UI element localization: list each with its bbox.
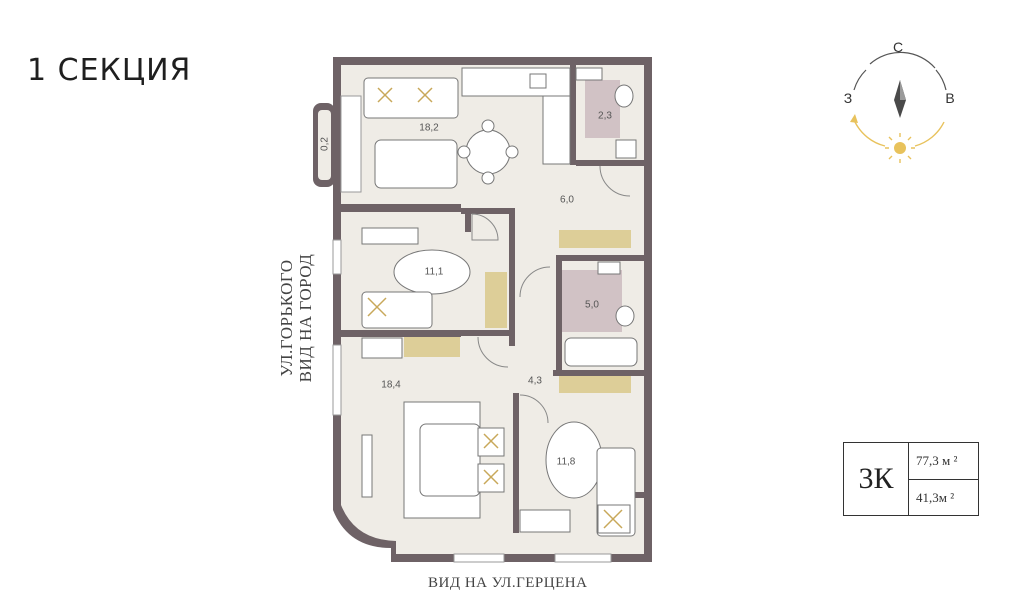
sofa (363, 77, 459, 119)
bathroom-tile (562, 270, 622, 332)
page-title: 1 СЕКЦИЯ (27, 53, 192, 88)
room-area-label: 0,2 (319, 137, 331, 151)
wall (556, 255, 644, 261)
compass-ring (869, 51, 936, 69)
wall (576, 160, 644, 166)
apartment-type: 3К (844, 443, 909, 515)
total-area: 77,3 м ² (916, 453, 958, 468)
couch (374, 139, 458, 189)
door (471, 213, 499, 241)
door (519, 266, 551, 298)
wardrobe (485, 272, 507, 328)
wall (556, 255, 562, 370)
wardrobe (559, 230, 631, 248)
sun-icon (885, 133, 915, 163)
room-area-label: 18,4 (381, 379, 401, 391)
room-area-label: 4,3 (528, 375, 542, 387)
wardrobe (404, 337, 460, 357)
room-area-label: 6,0 (560, 194, 574, 206)
door (519, 394, 549, 424)
wall (553, 370, 644, 376)
side-view-label: УЛ.ГОРЬКОГО ВИД НА ГОРОД (277, 254, 315, 383)
door (599, 165, 631, 197)
wall (513, 393, 519, 533)
wall (465, 214, 471, 232)
room-area-label: 11,1 (424, 266, 444, 278)
bottom-view-label: ВИД НА УЛ.ГЕРЦЕНА (428, 575, 588, 591)
compass (850, 51, 947, 163)
bathroom-tile (585, 80, 620, 138)
compass-east-label: В (945, 90, 955, 106)
dining-table (465, 129, 511, 175)
wall (509, 208, 515, 346)
wardrobe (559, 375, 631, 393)
apartment-info-box: 3К 77,3 м ² 41,3м ² (843, 442, 979, 516)
compass-west-label: З (843, 90, 853, 106)
bed (361, 291, 433, 329)
living-area: 41,3м ² (916, 490, 955, 505)
room-area-label: 18,2 (419, 122, 439, 134)
divider (908, 479, 978, 480)
wall (341, 204, 461, 212)
wall (461, 208, 515, 214)
room-area-label: 11,8 (556, 456, 576, 468)
kitchen-counter (461, 67, 571, 97)
street-name: УЛ.ГОРЬКОГО (277, 259, 296, 377)
room-area-label: 2,3 (598, 110, 612, 122)
view-direction: ВИД НА ГОРОД (296, 253, 315, 383)
wall (460, 330, 515, 336)
wall (570, 65, 576, 165)
room-area-label: 5,0 (585, 299, 599, 311)
compass-north-label: С (892, 39, 904, 55)
wall (341, 330, 461, 337)
door (477, 336, 509, 368)
